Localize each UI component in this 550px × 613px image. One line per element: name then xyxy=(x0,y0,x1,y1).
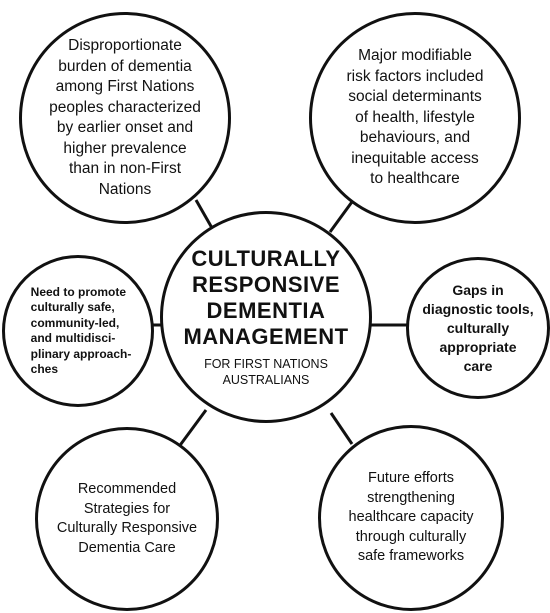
node-bottom-left: Recommended Strategies for Culturally Re… xyxy=(35,427,219,611)
node-top-left-text: Disproportionate burden of dementia amon… xyxy=(49,37,201,198)
node-top-right: Major modifiable risk factors included s… xyxy=(309,12,521,224)
node-top-left: Disproportionate burden of dementia amon… xyxy=(19,12,231,224)
connector-bottom-right xyxy=(329,412,354,445)
center-subtitle: FOR FIRST NATIONS AUSTRALIANS xyxy=(204,357,328,387)
node-right: Gaps in diagnostic tools, culturally app… xyxy=(406,257,550,399)
connector-bottom-left xyxy=(176,409,208,449)
node-top-right-text: Major modifiable risk factors included s… xyxy=(346,47,484,188)
node-left-text: Need to promote culturally safe, communi… xyxy=(30,284,132,377)
node-bottom-right: Future efforts strengthening healthcare … xyxy=(318,425,504,611)
center-node: CULTURALLY RESPONSIVE DEMENTIA MANAGEMEN… xyxy=(160,211,372,423)
node-right-text: Gaps in diagnostic tools, culturally app… xyxy=(422,281,534,374)
center-title: CULTURALLY RESPONSIVE DEMENTIA MANAGEMEN… xyxy=(183,246,349,349)
node-bottom-right-text: Future efforts strengthening healthcare … xyxy=(348,470,474,565)
node-bottom-left-text: Recommended Strategies for Culturally Re… xyxy=(56,481,198,556)
node-left: Need to promote culturally safe, communi… xyxy=(2,255,154,407)
